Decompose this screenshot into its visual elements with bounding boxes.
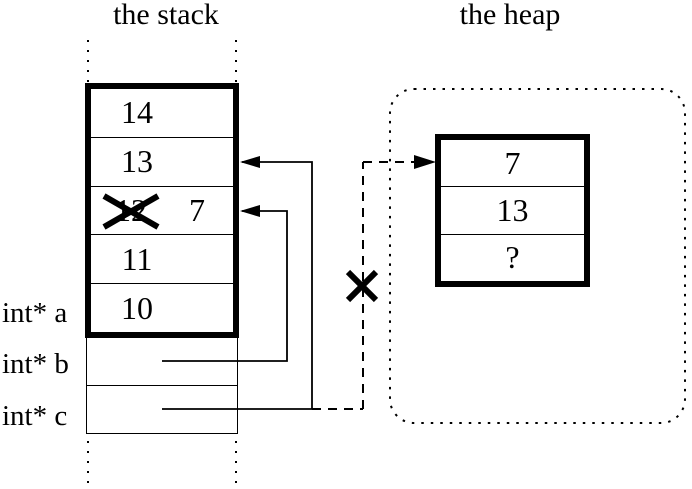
heap-cell-value: 13 (496, 191, 529, 228)
stack-cell-value: 14 (121, 94, 153, 131)
stack-cell-overwritten: 12 7 (91, 187, 233, 236)
pointer-label-a: int* a (2, 297, 68, 329)
pointer-row-b (87, 338, 237, 386)
stack-cell-value: 13 (121, 143, 153, 180)
pointer-label-c: int* c (2, 400, 68, 432)
heap-cell-value: 7 (504, 144, 521, 181)
heap-title: the heap (459, 0, 561, 31)
pointer-label-b: int* b (2, 348, 69, 380)
stack-cell-value: 10 (121, 289, 153, 326)
stack-cell-new-value: 7 (189, 191, 205, 228)
stack-cell: 10 (91, 284, 233, 332)
pointer-variable-rows (86, 338, 238, 434)
arrowhead-icon (240, 205, 260, 217)
stack-title: the stack (113, 0, 219, 31)
stack-cell-value: 11 (121, 240, 153, 277)
heap-cell: 7 (441, 140, 584, 188)
heap-block-box: 7 13 ? (435, 134, 590, 287)
heap-cell: ? (441, 235, 584, 281)
heap-cell: 13 (441, 187, 584, 235)
arrowhead-icon (414, 155, 436, 169)
stack-frame-box: 14 13 12 7 11 10 (85, 83, 239, 338)
stack-cell: 14 (91, 89, 233, 138)
heap-cell-value: ? (505, 239, 520, 276)
stack-cell: 13 (91, 138, 233, 187)
stack-cell: 11 (91, 235, 233, 285)
arrowhead-icon (240, 156, 260, 168)
dangling-pointer-dashed-arrow (312, 155, 436, 410)
stack-cell-old-value: 12 (115, 191, 147, 228)
dangling-pointer-x-icon (345, 269, 379, 303)
pointer-row-c (87, 386, 237, 433)
